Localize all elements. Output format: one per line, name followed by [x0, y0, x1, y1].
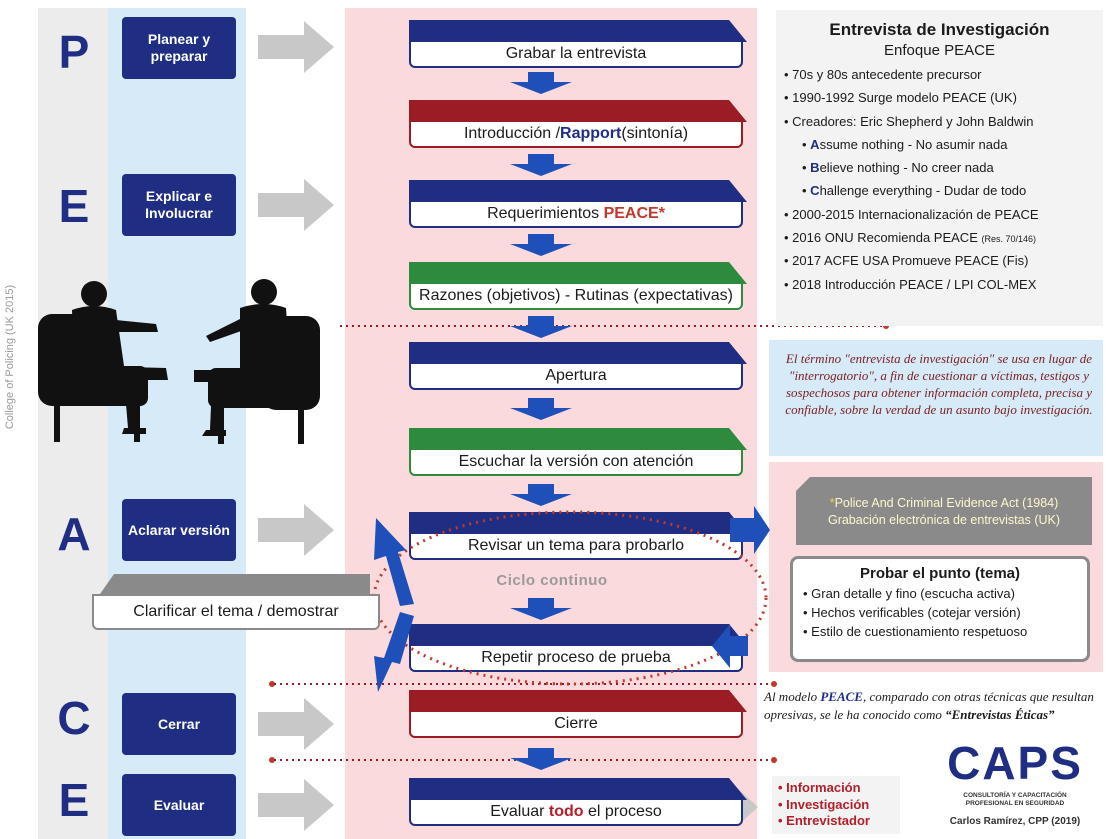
step-apertura-label: Apertura: [409, 362, 743, 390]
phase-explicar-button[interactable]: Explicar e Involucrar: [122, 174, 236, 236]
step-requerimientos: Requerimientos PEACE*: [357, 180, 747, 228]
list-item: • 70s y 80s antecedente precursor: [784, 67, 982, 82]
clarify-box-top: [100, 574, 370, 594]
caps-logo: CAPS: [947, 737, 1083, 789]
phase-planear-button[interactable]: Planear y preparar: [122, 17, 236, 79]
down-arrow-icon: [510, 316, 572, 338]
phase-letter-a: A: [57, 508, 91, 560]
phase-letter-e2: E: [58, 774, 90, 826]
definition-note: El término "entrevista de investigación"…: [785, 351, 1093, 417]
info-title: Entrevista de Investigación: [829, 20, 1050, 39]
probar-box: Probar el punto (tema) • Gran detalle y …: [790, 556, 1090, 662]
phase-cerrar-button[interactable]: Cerrar: [122, 693, 236, 755]
list-item: • Gran detalle y fino (escucha activa): [803, 586, 1015, 601]
dotted-connector-line: [269, 757, 777, 763]
step-introduccion: Introducción / Rapport (sintonía): [357, 100, 747, 148]
down-arrow-icon: [510, 598, 572, 620]
side-credit: College of Policing (UK 2015): [4, 284, 16, 430]
list-item: • Assume nothing - No asumir nada: [802, 136, 1008, 152]
list-item: • 1990-1992 Surge modelo PEACE (UK): [784, 90, 1017, 106]
step-cierre: Cierre: [357, 690, 747, 738]
step-escuchar-label: Escuchar la versión con atención: [409, 448, 743, 476]
phase-aclarar-button[interactable]: Aclarar versión: [122, 499, 236, 561]
phase-letter-column: [38, 8, 108, 839]
phase-letter-p: P: [58, 26, 90, 78]
ethical-note: Al modelo PEACE, comparado con otras téc…: [764, 689, 1094, 722]
list-item: • Estilo de cuestionamiento respetuoso: [803, 624, 1028, 639]
step-repetir-label: Repetir proceso de prueba: [409, 644, 743, 672]
down-arrow-icon: [510, 398, 572, 420]
info-subtitle: Enfoque PEACE: [884, 42, 995, 59]
list-item: • 2017 ACFE USA Promueve PEACE (Fis): [784, 253, 1029, 269]
list-item: • Believe nothing - No creer nada: [802, 160, 994, 176]
step-cierre-label: Cierre: [409, 710, 743, 738]
step-revisar: Revisar un tema para probarlo: [357, 512, 747, 560]
down-arrow-icon: [510, 72, 572, 94]
step-repetir: Repetir proceso de prueba: [357, 624, 747, 672]
list-item: • Investigación: [778, 796, 870, 812]
list-item: • 2018 Introducción PEACE / LPI COL-MEX: [784, 276, 1037, 292]
list-item: • 2000-2015 Internacionalización de PEAC…: [784, 206, 1039, 222]
down-arrow-icon: [510, 748, 572, 770]
info-panel: Entrevista de Investigación Enfoque PEAC…: [776, 10, 1103, 326]
right-arrow-icon: [258, 21, 334, 73]
right-arrow-icon: [258, 504, 334, 556]
caps-subtitle: CONSULTORÍA Y CAPACITACIÓN PROFESIONAL E…: [963, 792, 1067, 807]
list-item: • Entrevistador: [778, 813, 870, 828]
step-evaluar: Evaluar todo el proceso: [357, 778, 747, 826]
step-requerimientos-label: Requerimientos PEACE*: [409, 200, 743, 228]
step-razones-label: Razones (objetivos) - Rutinas (expectati…: [409, 282, 743, 310]
police-act-box: *Police And Criminal Evidence Act (1984)…: [796, 477, 1092, 545]
list-item: • 2016 ONU Recomienda PEACE (Res. 70/146…: [784, 230, 1037, 246]
list-item: • Challenge everything - Dudar de todo: [802, 183, 1027, 199]
cycle-ellipse: [372, 506, 770, 692]
list-item: • Creadores: Eric Shepherd y John Baldwi…: [784, 113, 1034, 129]
right-arrow-icon: [258, 779, 334, 831]
step-introduccion-label: Introducción / Rapport (sintonía): [409, 120, 743, 148]
step-grabar-label: Grabar la entrevista: [409, 40, 743, 68]
right-arrow-icon: [258, 698, 334, 750]
probar-title: Probar el punto (tema): [859, 565, 1020, 582]
cycle-label: Ciclo continuo: [496, 572, 608, 589]
list-item: • Hechos verificables (cotejar versión): [803, 605, 1021, 620]
step-razones: Razones (objetivos) - Rutinas (expectati…: [357, 262, 747, 310]
step-evaluar-label: Evaluar todo el proceso: [409, 798, 743, 826]
phase-letter-c: C: [57, 692, 91, 744]
phase-evaluar-button[interactable]: Evaluar: [122, 774, 236, 836]
down-arrow-icon: [510, 154, 572, 176]
note-panel: [769, 340, 1103, 456]
dotted-connector-line: [269, 681, 777, 687]
clarify-label: Clarificar el tema / demostrar: [92, 594, 380, 630]
step-apertura: Apertura: [357, 342, 747, 390]
step-escuchar: Escuchar la versión con atención: [357, 428, 747, 476]
step-revisar-label: Revisar un tema para probarlo: [409, 532, 743, 560]
right-arrow-icon: [258, 179, 334, 231]
phase-letter-e: E: [58, 180, 90, 232]
author-credit: Carlos Ramírez, CPP (2019): [949, 816, 1081, 827]
list-item: • Información: [778, 780, 861, 795]
step-grabar: Grabar la entrevista: [357, 20, 747, 68]
down-arrow-icon: [510, 484, 572, 506]
down-arrow-icon: [510, 234, 572, 256]
outcomes-list: • Información • Investigación • Entrevis…: [772, 776, 900, 834]
interview-silhouette-image: [38, 279, 320, 444]
